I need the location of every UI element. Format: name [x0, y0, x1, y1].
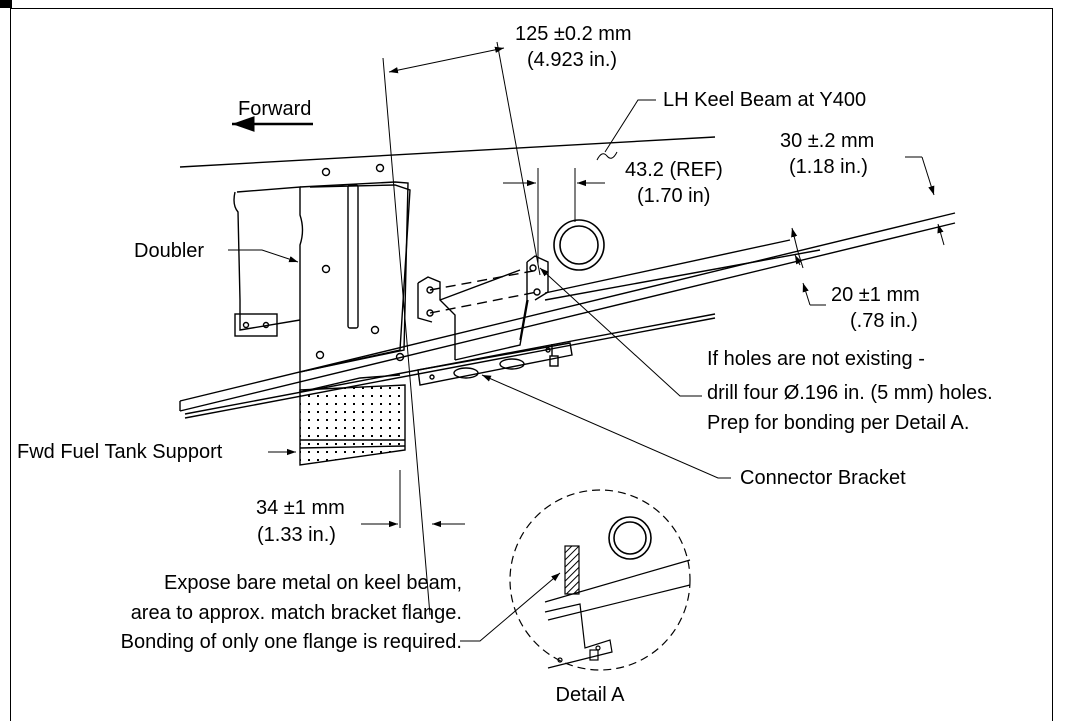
dim-30-mm-label: 30 ±.2 mm: [780, 130, 875, 152]
fuel-tank-support-label: Fwd Fuel Tank Support: [17, 441, 223, 463]
dim-125-in-label: (4.923 in.): [527, 49, 618, 71]
dim-43-in-label: (1.70 in): [637, 185, 711, 207]
dim-30-in-label: (1.18 in.): [789, 156, 868, 178]
dim-20-mm-label: 20 ±1 mm: [831, 284, 920, 306]
doubler-plate: [233, 163, 411, 393]
expose-note-line-1: Expose bare metal on keel beam,: [164, 572, 462, 594]
dimension-20: [794, 251, 826, 306]
forward-label: Forward: [238, 98, 312, 120]
keel-beam-label: LH Keel Beam at Y400: [663, 89, 867, 111]
figure-frame: [10, 8, 1053, 721]
pipe-hole: [553, 219, 605, 271]
dim-43-ref-label: 43.2 (REF): [625, 159, 723, 181]
doubler-label: Doubler: [134, 240, 205, 262]
leaders: [228, 249, 731, 642]
detail-a-view: [509, 489, 691, 671]
connector-bracket-label: Connector Bracket: [740, 467, 906, 489]
holes-note-line-3: Prep for bonding per Detail A.: [707, 412, 970, 434]
dim-20-in-label: (.78 in.): [850, 310, 918, 332]
expose-note-line-2: area to approx. match bracket flange.: [130, 602, 462, 624]
dim-34-in-label: (1.33 in.): [257, 524, 336, 546]
expose-note-line-3: Bonding of only one flange is required.: [120, 631, 462, 653]
connector-bracket: [417, 255, 573, 386]
dimension-43: [503, 168, 605, 265]
detail-a-label: Detail A: [555, 684, 625, 706]
holes-note-line-2: drill four Ø.196 in. (5 mm) holes.: [707, 382, 993, 404]
dimension-125: [382, 41, 541, 616]
holes-note-line-1: If holes are not existing -: [707, 348, 925, 370]
dimension-30: [791, 156, 945, 253]
dim-34-mm-label: 34 ±1 mm: [256, 497, 345, 519]
keel-beam: [179, 136, 956, 419]
dim-125-mm-label: 125 ±0.2 mm: [515, 23, 632, 45]
fuel-tank-support: [299, 384, 406, 466]
figure-corner-mark: [0, 0, 12, 8]
dimension-34: [361, 470, 465, 528]
